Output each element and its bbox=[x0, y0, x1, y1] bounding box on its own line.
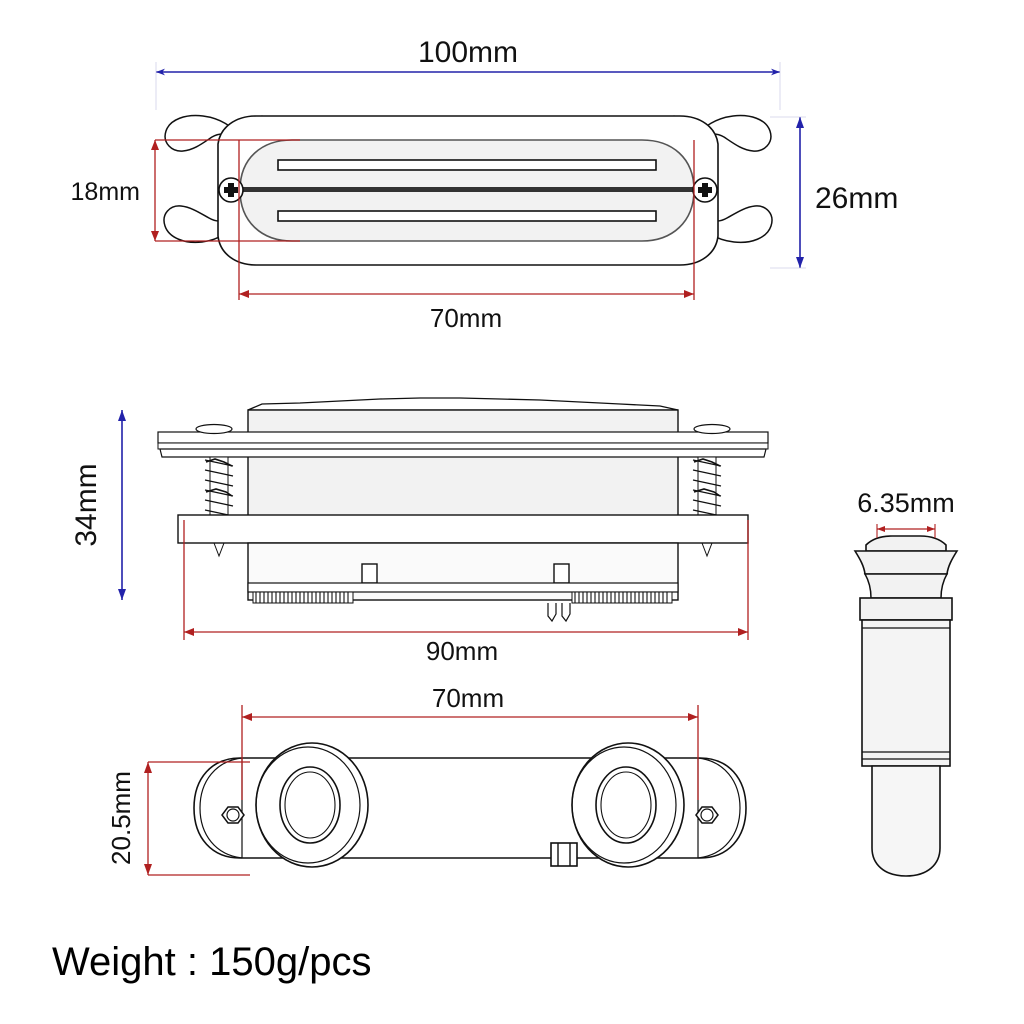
dimension-26mm: 26mm bbox=[770, 116, 898, 269]
hex-nut-right bbox=[695, 806, 719, 824]
baseplate-edge-right bbox=[697, 757, 741, 859]
phillips-screw-left bbox=[218, 177, 244, 203]
dimension-18mm: 18mm bbox=[71, 139, 300, 242]
pickup-side-view: 34mm 90mm bbox=[70, 397, 769, 666]
dimension-20-5mm: 20.5mm bbox=[106, 761, 250, 876]
dimension-90mm-label: 90mm bbox=[426, 636, 498, 666]
baseplate-edge-left bbox=[199, 757, 243, 859]
weight-note: Weight : 150g/pcs bbox=[52, 940, 371, 984]
mounting-ring-plate bbox=[157, 423, 769, 458]
jack-tip bbox=[865, 535, 947, 552]
jack-tip-shoulder bbox=[853, 550, 959, 575]
pole-boss-right bbox=[571, 742, 685, 868]
dimension-100mm: 100mm bbox=[155, 36, 781, 110]
dimension-20-5mm-label: 20.5mm bbox=[106, 771, 136, 865]
dimension-100mm-label: 100mm bbox=[418, 36, 518, 69]
jack-barrel bbox=[861, 619, 951, 767]
connector-block bbox=[550, 842, 578, 867]
dimension-26mm-label: 26mm bbox=[815, 182, 898, 215]
pole-slot-lower bbox=[277, 210, 657, 222]
dimension-70mm-top-label: 70mm bbox=[430, 303, 502, 333]
dimension-70mm-bottom-label: 70mm bbox=[432, 683, 504, 713]
dimension-34mm: 34mm bbox=[70, 410, 126, 600]
pickup-bottom-view: 70mm 20.5mm bbox=[106, 683, 747, 876]
jack-neck bbox=[863, 573, 949, 599]
jack-ring-collar bbox=[859, 597, 953, 621]
baseplate-flange bbox=[177, 514, 749, 544]
terminal-square-left bbox=[361, 563, 378, 584]
dimension-6-35mm: 6.35mm bbox=[857, 488, 955, 538]
jack-sleeve bbox=[871, 765, 941, 877]
pole-boss-left bbox=[255, 742, 369, 868]
dimension-34mm-label: 34mm bbox=[70, 463, 103, 546]
terminal-square-right bbox=[553, 563, 570, 584]
phillips-screw-right bbox=[692, 177, 718, 203]
dimension-6-35mm-label: 6.35mm bbox=[857, 488, 955, 518]
pickup-body-upper bbox=[247, 409, 679, 527]
dimension-90mm: 90mm bbox=[183, 520, 749, 666]
hex-nut-left bbox=[221, 806, 245, 824]
cover-center-seam bbox=[232, 187, 702, 192]
pickup-top-view: 100mm 18m bbox=[71, 36, 899, 333]
jack-plug-view: 6.35mm bbox=[853, 488, 959, 877]
bottom-contact-rail bbox=[247, 582, 679, 623]
dimension-70mm-bottom: 70mm bbox=[241, 683, 699, 800]
dimension-70mm-top: 70mm bbox=[238, 140, 695, 333]
dimension-18mm-label: 18mm bbox=[71, 178, 140, 206]
pole-slot-upper bbox=[277, 159, 657, 171]
pickup-cover-profile bbox=[247, 397, 679, 411]
